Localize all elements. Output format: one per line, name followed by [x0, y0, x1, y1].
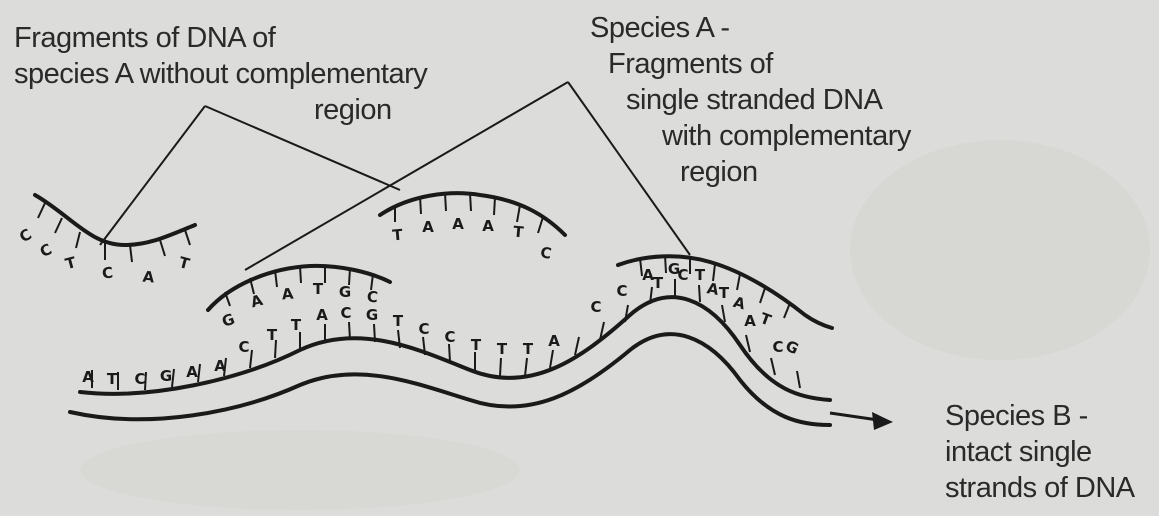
base-letter: T: [107, 370, 118, 388]
label-no-complement-line-2: species A without complementary: [14, 56, 427, 92]
base-letter: A: [82, 368, 94, 386]
base-letter: A: [316, 306, 328, 324]
base-letter: T: [653, 274, 664, 292]
label-species-b-line-2: intact single: [945, 434, 1135, 470]
strand-tick: [349, 322, 350, 340]
base-letter: T: [291, 316, 302, 334]
base-letter: A: [642, 266, 654, 284]
label-species-b-line-1: Species B -: [945, 398, 1135, 434]
base-letter: C: [134, 370, 145, 388]
base-letter: A: [142, 268, 156, 287]
strand-tick: [449, 344, 450, 362]
label-with-complement-line-3: single stranded DNA: [590, 82, 911, 118]
base-letter: T: [497, 340, 508, 358]
label-no-complement-line-1: Fragments of DNA of: [14, 20, 427, 56]
strand-tick: [699, 285, 700, 302]
base-letter: T: [719, 284, 730, 302]
base-letter: A: [452, 215, 464, 233]
base-letter: A: [186, 363, 198, 381]
label-no-complement-line-3: region: [14, 92, 427, 128]
base-letter: T: [471, 336, 482, 354]
fragment-2-tick: [494, 197, 495, 215]
base-letter: A: [281, 285, 295, 304]
label-fragments-no-complement: Fragments of DNA of species A without co…: [14, 20, 427, 128]
label-with-complement-line-5: region: [590, 154, 911, 190]
base-letter: C: [340, 304, 351, 322]
label-with-complement-line-2: Fragments of: [590, 46, 911, 82]
base-letter: T: [313, 280, 324, 298]
fragment-4-tick: [665, 255, 666, 273]
label-species-b: Species B - intact single strands of DNA: [945, 398, 1135, 506]
base-letter: A: [548, 332, 560, 350]
base-letter: G: [160, 367, 172, 385]
base-letter: A: [422, 218, 434, 236]
base-letter: A: [482, 217, 494, 235]
base-letter: C: [616, 282, 627, 300]
base-letter: C: [772, 338, 783, 356]
paper-smudge: [80, 430, 520, 510]
fragment-2-tick: [470, 193, 471, 211]
base-letter: G: [339, 283, 351, 301]
base-letter: T: [267, 326, 278, 344]
base-letter: G: [668, 260, 680, 278]
base-letter: C: [418, 320, 429, 338]
base-letter: G: [366, 306, 378, 324]
base-letter: C: [366, 288, 379, 307]
label-species-b-line-3: strands of DNA: [945, 470, 1135, 506]
label-with-complement-line-4: with complementary: [590, 118, 911, 154]
base-letter: T: [393, 312, 404, 330]
base-letter: T: [695, 266, 706, 284]
base-letter: C: [444, 328, 455, 346]
base-letter: C: [101, 264, 114, 283]
label-with-complement-line-1: Species A -: [590, 10, 911, 46]
label-fragments-with-complement: Species A - Fragments of single stranded…: [590, 10, 911, 190]
base-letter: C: [590, 298, 601, 316]
fragment-3-tick: [300, 266, 301, 283]
fragment-2-tick: [420, 196, 421, 214]
base-letter: C: [238, 338, 249, 356]
base-letter: T: [523, 340, 534, 358]
fragment-2-tick: [445, 193, 446, 211]
strand-tick: [374, 324, 375, 342]
base-letter: A: [214, 357, 226, 375]
strand-tick: [500, 358, 501, 376]
base-letter: A: [744, 312, 756, 330]
